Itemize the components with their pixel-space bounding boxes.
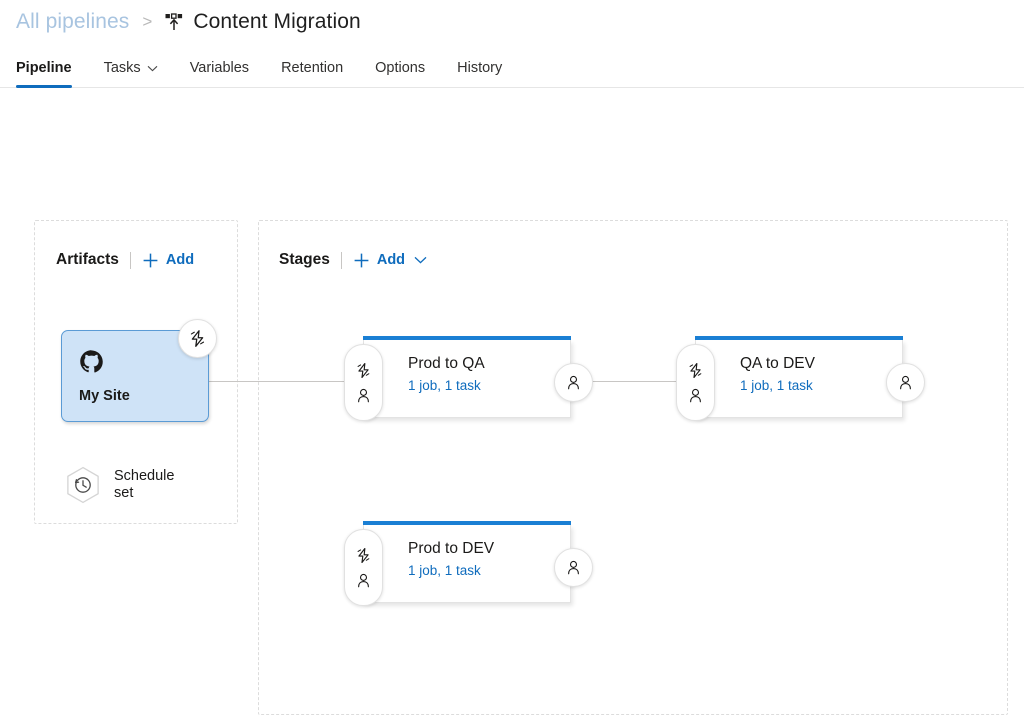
stage-name: Prod to QA bbox=[408, 355, 485, 372]
breadcrumb: All pipelines > Content Migration bbox=[0, 0, 1024, 44]
artifacts-header: Artifacts Add bbox=[56, 251, 194, 269]
stage-jobs-tasks-link[interactable]: 1 job, 1 task bbox=[408, 563, 481, 578]
stage-jobs-tasks-link[interactable]: 1 job, 1 task bbox=[740, 378, 813, 393]
connector-stage1-to-stage2 bbox=[592, 381, 678, 382]
stage-pre-deployment-conditions-qa-to-dev[interactable] bbox=[676, 344, 715, 421]
stage-pre-deployment-conditions-prod-to-qa[interactable] bbox=[344, 344, 383, 421]
tab-retention[interactable]: Retention bbox=[281, 60, 343, 87]
schedule-clock-hexagon-icon bbox=[63, 465, 103, 505]
artifacts-header-divider bbox=[129, 251, 131, 269]
stage-name: QA to DEV bbox=[740, 355, 815, 372]
breadcrumb-separator: > bbox=[142, 12, 153, 31]
stages-title: Stages bbox=[279, 251, 330, 268]
person-icon bbox=[565, 559, 582, 576]
github-icon bbox=[79, 349, 104, 374]
stages-panel bbox=[258, 220, 1008, 715]
tab-variables[interactable]: Variables bbox=[190, 60, 249, 87]
person-icon bbox=[355, 572, 372, 589]
stage-pre-deployment-conditions-prod-to-dev[interactable] bbox=[344, 529, 383, 606]
stage-status-bar bbox=[363, 336, 571, 340]
tab-pipeline[interactable]: Pipeline bbox=[16, 60, 72, 88]
person-icon bbox=[355, 387, 372, 404]
chevron-down-icon bbox=[147, 65, 158, 72]
lightning-bolt-icon bbox=[355, 362, 372, 379]
schedule-label: Schedule set bbox=[114, 468, 175, 501]
page-title: Content Migration bbox=[193, 10, 361, 33]
artifacts-panel bbox=[34, 220, 238, 524]
tab-pipeline-label: Pipeline bbox=[16, 60, 72, 76]
add-stage-button[interactable]: Add bbox=[353, 252, 405, 269]
artifacts-title: Artifacts bbox=[56, 251, 119, 268]
artifact-schedule-trigger[interactable]: Schedule set bbox=[63, 465, 174, 505]
person-icon bbox=[565, 374, 582, 391]
stage-name: Prod to DEV bbox=[408, 540, 495, 557]
tab-tasks-label: Tasks bbox=[103, 60, 141, 76]
stage-post-deployment-conditions-prod-to-dev[interactable] bbox=[554, 548, 593, 587]
stage-post-deployment-conditions-prod-to-qa[interactable] bbox=[554, 363, 593, 402]
tab-retention-label: Retention bbox=[281, 60, 344, 76]
plus-icon bbox=[142, 252, 159, 269]
connector-artifact-to-stage1 bbox=[209, 381, 345, 382]
tab-history[interactable]: History bbox=[457, 60, 502, 87]
tab-history-label: History bbox=[457, 60, 503, 76]
artifact-name: My Site bbox=[79, 388, 130, 404]
stage-jobs-tasks-link[interactable]: 1 job, 1 task bbox=[408, 378, 481, 393]
stage-card-qa-to-dev[interactable]: QA to DEV 1 job, 1 task bbox=[695, 336, 903, 418]
chevron-down-icon[interactable] bbox=[414, 256, 427, 264]
lightning-bolt-icon bbox=[188, 329, 207, 348]
tab-variables-label: Variables bbox=[189, 60, 250, 76]
add-artifact-button[interactable]: Add bbox=[142, 252, 194, 269]
stage-status-bar bbox=[363, 521, 571, 525]
tab-bar: Pipeline Tasks Variables Retention Optio… bbox=[0, 44, 1024, 88]
stages-header-divider bbox=[340, 251, 342, 269]
stage-status-bar bbox=[695, 336, 903, 340]
tab-options[interactable]: Options bbox=[375, 60, 425, 87]
stage-card-prod-to-dev[interactable]: Prod to DEV 1 job, 1 task bbox=[363, 521, 571, 603]
stage-card-prod-to-qa[interactable]: Prod to QA 1 job, 1 task bbox=[363, 336, 571, 418]
add-stage-label: Add bbox=[376, 252, 406, 268]
tab-options-label: Options bbox=[375, 60, 426, 76]
lightning-bolt-icon bbox=[687, 362, 704, 379]
release-pipeline-icon bbox=[164, 12, 184, 32]
breadcrumb-all-pipelines-link[interactable]: All pipelines bbox=[16, 10, 130, 33]
stages-header: Stages Add bbox=[279, 251, 427, 269]
tab-tasks[interactable]: Tasks bbox=[104, 60, 158, 87]
stage-post-deployment-conditions-qa-to-dev[interactable] bbox=[886, 363, 925, 402]
add-artifact-label: Add bbox=[165, 252, 195, 268]
pipeline-canvas: Artifacts Add Stages Add bbox=[0, 88, 1024, 715]
person-icon bbox=[897, 374, 914, 391]
plus-icon bbox=[353, 252, 370, 269]
person-icon bbox=[687, 387, 704, 404]
artifact-continuous-deployment-trigger-badge[interactable] bbox=[178, 319, 217, 358]
lightning-bolt-icon bbox=[355, 547, 372, 564]
